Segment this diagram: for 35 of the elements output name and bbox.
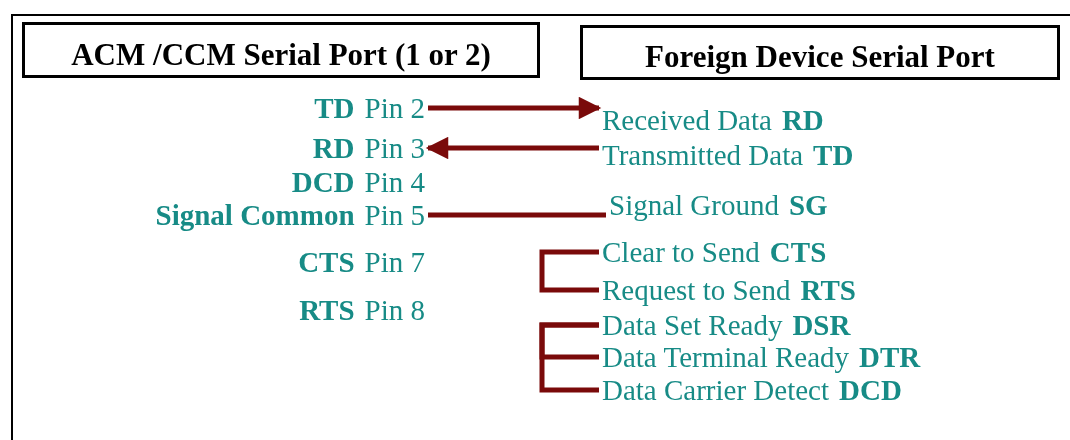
arrow xyxy=(428,96,602,120)
signal-abbreviation: CTS xyxy=(769,236,827,268)
signal-abbreviation: Signal Common xyxy=(155,199,355,231)
pin-label: Pin 3 xyxy=(364,132,425,164)
signal-abbreviation: RTS xyxy=(800,274,856,306)
signal-name: Signal Ground xyxy=(609,189,779,221)
jumper-wire xyxy=(539,249,599,293)
signal-name: Data Terminal Ready xyxy=(602,341,850,373)
signal-abbreviation: SG xyxy=(788,189,828,221)
header-box: Foreign Device Serial Port xyxy=(580,25,1060,80)
signal-name: Received Data xyxy=(602,104,772,136)
signal-abbreviation: RD xyxy=(312,132,355,164)
signal-name: Request to Send xyxy=(602,274,791,306)
signal-abbreviation: DCD xyxy=(839,374,902,406)
signal-name: Clear to Send xyxy=(602,236,760,268)
pin-label: Pin 5 xyxy=(364,199,425,231)
signal-abbreviation: RD xyxy=(781,104,824,136)
wire xyxy=(428,212,606,218)
signal-abbreviation: RTS xyxy=(299,294,355,326)
pin-label: Pin 2 xyxy=(364,92,425,124)
header-box: ACM /CCM Serial Port (1 or 2) xyxy=(22,22,540,78)
pin-label: Pin 8 xyxy=(364,294,425,326)
pin-label: Pin 4 xyxy=(364,166,425,198)
arrow xyxy=(425,136,599,160)
signal-name: Transmitted Data xyxy=(602,139,804,171)
signal-abbreviation: DTR xyxy=(859,341,921,373)
signal-abbreviation: TD xyxy=(314,92,355,124)
signal-name: Data Set Ready xyxy=(602,309,783,341)
signal-abbreviation: DSR xyxy=(792,309,851,341)
jumper-wire xyxy=(539,322,599,393)
pin-label: Pin 7 xyxy=(364,246,425,278)
signal-abbreviation: TD xyxy=(813,139,854,171)
signal-abbreviation: CTS xyxy=(298,246,355,278)
signal-abbreviation: DCD xyxy=(291,166,355,198)
signal-name: Data Carrier Detect xyxy=(602,374,830,406)
